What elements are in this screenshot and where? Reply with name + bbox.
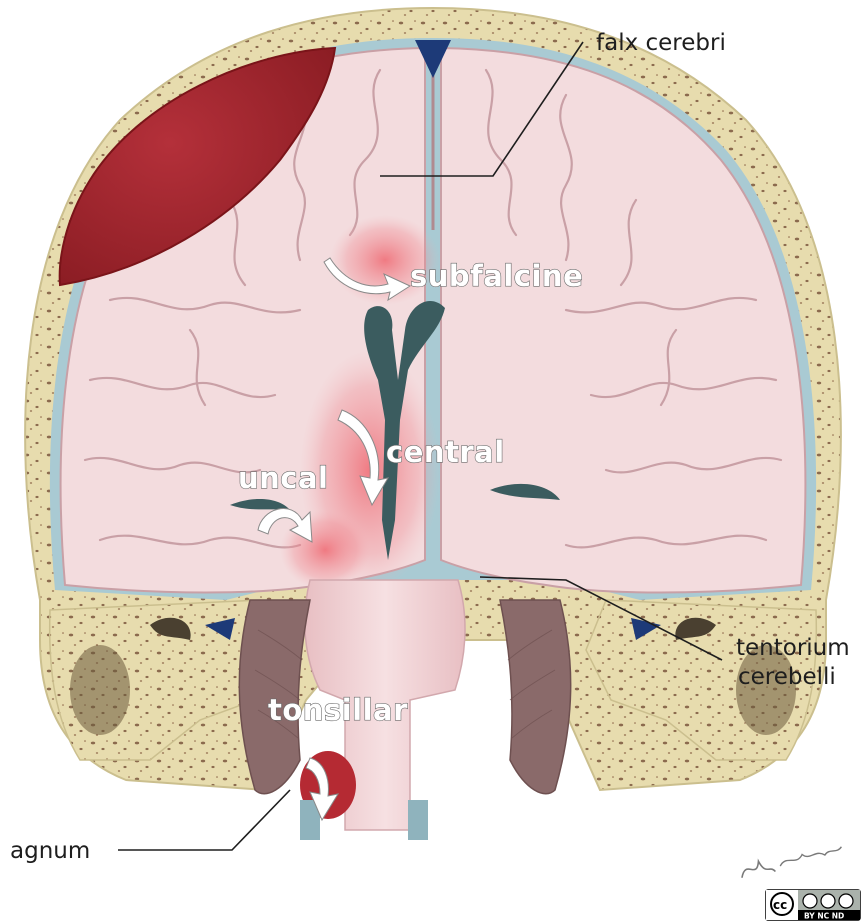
- tonsillar-label: tonsillar: [268, 693, 408, 727]
- cc-license-badge: cc BY NC ND: [766, 890, 860, 921]
- by-icon: [803, 894, 817, 908]
- nc-icon: [821, 894, 835, 908]
- nd-icon: [839, 894, 853, 908]
- cerebellum-right: [500, 600, 571, 794]
- cerebelli-label: cerebelli: [738, 664, 836, 690]
- cc-terms: BY NC ND: [804, 912, 844, 921]
- mastoid-left: [70, 645, 130, 735]
- subfalcine-label: subfalcine: [410, 259, 583, 293]
- tentorium-label: tentorium: [736, 635, 850, 661]
- spinal-canal-right: [408, 800, 428, 840]
- uncal-label: uncal: [238, 461, 329, 495]
- foramen-leader: [118, 790, 290, 850]
- foramen-label: agnum: [10, 838, 90, 864]
- falx-cerebri-label: falx cerebri: [596, 30, 726, 56]
- central-label: central: [386, 435, 505, 469]
- cc-text: cc: [773, 898, 787, 912]
- uncal-glow: [280, 510, 370, 590]
- signature-logo: [739, 841, 843, 880]
